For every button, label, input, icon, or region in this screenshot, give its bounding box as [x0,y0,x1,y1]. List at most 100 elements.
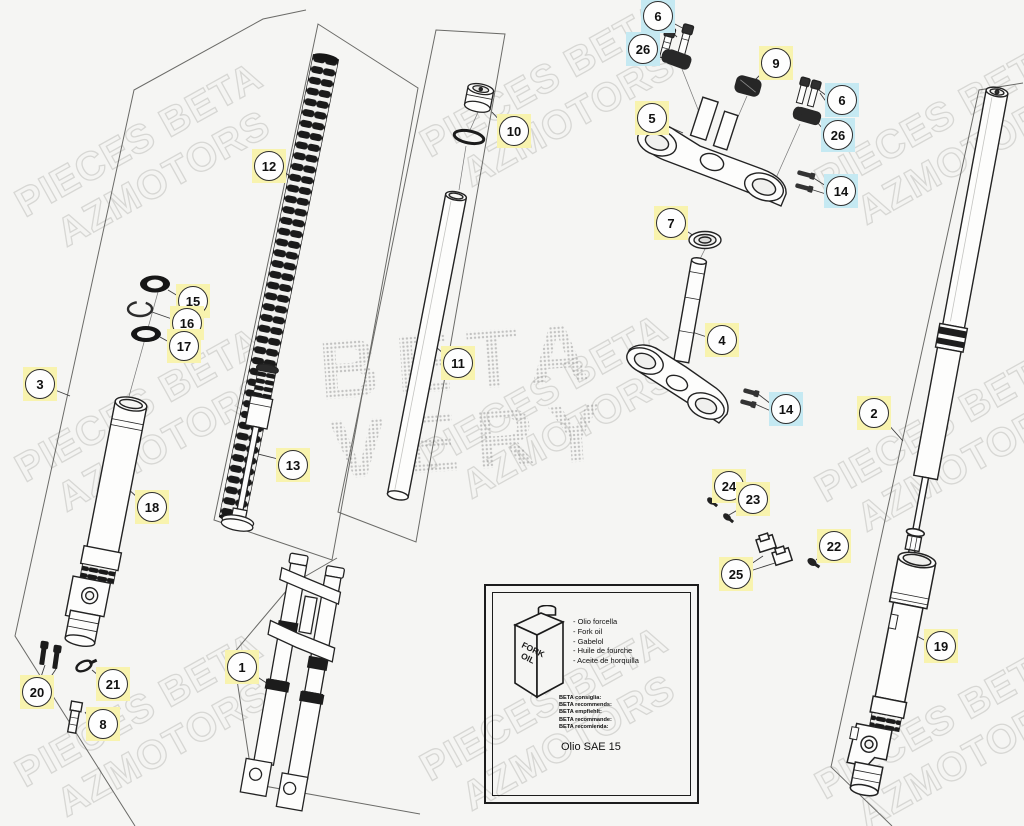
clip-21 [75,658,98,673]
oil-box-text-line: - Fork oil [573,626,603,636]
callout-circle: 13 [278,450,308,480]
callout-circle: 5 [637,103,667,133]
enclosure-borders [14,9,1024,826]
part-callout[interactable]: 2 [856,395,892,431]
part-callout[interactable]: 25 [718,556,754,592]
callout-circle: 9 [761,48,791,78]
callout-circle: 22 [819,531,849,561]
part-callout[interactable]: 26 [625,31,661,67]
part-callout[interactable]: 17 [166,328,202,364]
steering-stem-nut [688,230,722,250]
callout-circle: 4 [707,325,737,355]
callout-number: 3 [36,376,44,392]
oil-box-text-line: BETA empfiehlt: [559,709,602,716]
callout-circle: 18 [137,492,167,522]
bottom-left-fasteners [39,640,98,735]
part-callout[interactable]: 23 [735,481,771,517]
cable-clips [755,532,794,567]
part-callout[interactable]: 18 [134,489,170,525]
callout-circle: 3 [25,369,55,399]
callout-number: 4 [718,332,726,348]
damper-rod [220,363,279,532]
part-callout[interactable]: 26 [820,117,856,153]
part-callout[interactable]: 3 [22,366,58,402]
pinch-bolts-upper [795,170,816,193]
callout-circle: 26 [628,34,658,64]
part-callout[interactable]: 6 [824,82,860,118]
part-callout[interactable]: 14 [823,173,859,209]
callout-number: 26 [635,41,651,57]
part-callout[interactable]: 13 [275,447,311,483]
part-callout[interactable]: 4 [704,322,740,358]
fork-oil-jug-icon: FORK OIL [513,605,565,699]
callout-number: 18 [144,499,160,515]
oil-box-text-line: BETA recomienda: [559,723,609,730]
callout-number: 16 [179,315,195,331]
oil-product-names: - Olio forcella- Fork oil- Gabelol- Huil… [573,617,639,666]
oil-box-text-line: BETA recommends: [559,702,612,709]
steering-stem [673,257,708,364]
callout-circle: 8 [88,709,118,739]
callout-number: 12 [261,158,277,174]
oil-box-text-line: - Aceite de horquilla [573,656,639,666]
handlebar-riser-posts [689,96,739,151]
callout-number: 14 [833,183,849,199]
drain-bolt [66,700,84,735]
callout-number: 21 [105,676,121,692]
part-callout[interactable]: 20 [19,674,55,710]
callout-number: 26 [830,127,846,143]
part-callout[interactable]: 7 [653,205,689,241]
part-callout[interactable]: 19 [923,628,959,664]
callout-number: 22 [826,538,842,554]
part-callout[interactable]: 5 [634,100,670,136]
part-callout[interactable]: 14 [768,391,804,427]
callout-number: 10 [506,123,522,139]
screw-23 [723,513,735,524]
part-callout[interactable]: 6 [640,0,676,34]
part-callout[interactable]: 22 [816,528,852,564]
callout-circle: 2 [859,398,889,428]
part-callout[interactable]: 10 [496,113,532,149]
oil-box-text-line: BETA recommande: [559,716,612,723]
callout-circle: 25 [721,559,751,589]
callout-circle: 7 [656,208,686,238]
callout-number: 24 [721,478,737,494]
cap-oring [452,128,486,146]
callout-circle: 17 [169,331,199,361]
part-callout[interactable]: 1 [224,649,260,685]
callout-circle: 20 [22,677,52,707]
handlebar-pad [734,75,762,97]
left-fork-outer-leg [64,396,148,647]
callout-circle: 21 [98,669,128,699]
callout-number: 7 [667,215,675,231]
bleed-screws [39,640,62,670]
part-callout[interactable]: 8 [85,706,121,742]
callout-number: 5 [648,110,656,126]
callout-number: 15 [185,293,201,309]
callout-circle: 12 [254,151,284,181]
callout-number: 8 [99,716,107,732]
callout-number: 17 [176,338,192,354]
oil-spec-box: FORK OIL - Olio forcella- Fork oil- Gabe… [484,584,699,804]
fork-assembly-complete [239,552,345,812]
oil-box-text-line: - Huile de fourche [573,646,633,656]
callout-circle: 19 [926,631,956,661]
part-callout[interactable]: 11 [440,345,476,381]
callout-number: 6 [838,92,846,108]
part-callout[interactable]: 21 [95,666,131,702]
handlebar-clamps [661,49,822,126]
lower-triple-clamp-cluster [626,230,760,424]
callout-number: 13 [285,457,301,473]
right-fork-outer-leg [846,551,937,797]
part-callout[interactable]: 9 [758,45,794,81]
oil-spec-box-inner: FORK OIL - Olio forcella- Fork oil- Gabe… [492,592,691,796]
callout-number: 23 [745,491,761,507]
pinch-bolts-lower [740,388,760,409]
callout-circle: 11 [443,348,473,378]
callout-number: 6 [654,8,662,24]
part-callout[interactable]: 12 [251,148,287,184]
oil-seal-kit [126,275,170,342]
